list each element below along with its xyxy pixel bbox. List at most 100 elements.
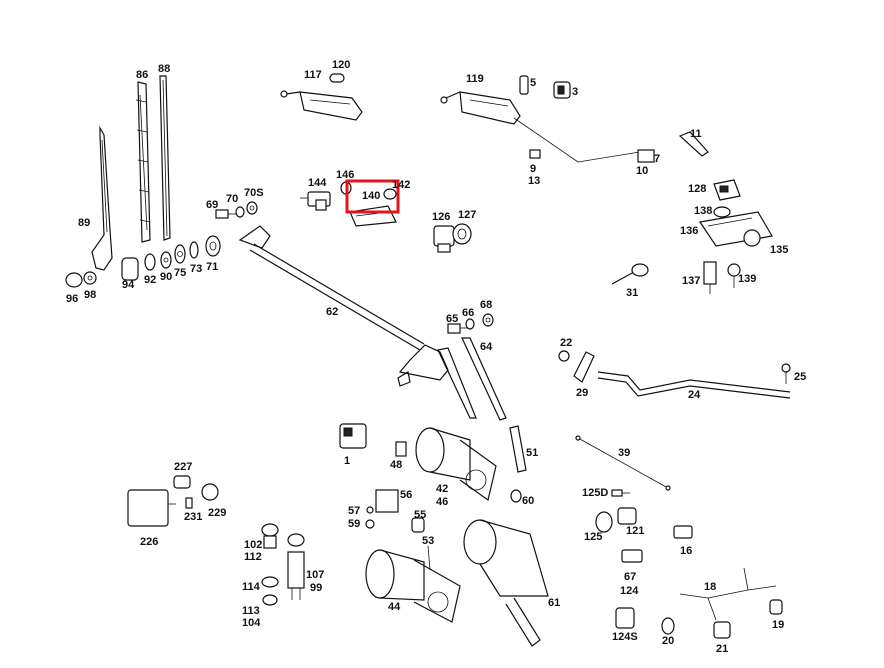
switch-3[interactable] [553, 81, 571, 99]
lamp-117[interactable] [280, 90, 363, 121]
housing-136[interactable] [698, 211, 773, 247]
lighter-102[interactable] [261, 523, 279, 549]
lamp-121[interactable] [617, 507, 637, 525]
screw-25[interactable] [781, 363, 791, 384]
cap-96[interactable] [65, 272, 83, 288]
switch-144[interactable] [300, 191, 331, 211]
bush-94[interactable] [121, 257, 139, 281]
screw-125d[interactable] [611, 489, 630, 497]
bolt-57[interactable] [366, 506, 374, 514]
ring-73[interactable] [189, 241, 199, 259]
label-226: 226 [140, 536, 158, 548]
washer-70[interactable] [235, 206, 245, 218]
plug-227[interactable] [173, 475, 191, 489]
label-64: 64 [480, 341, 493, 353]
connector-7[interactable] [637, 149, 655, 163]
cap-55[interactable] [411, 517, 425, 533]
bulb-142[interactable] [383, 188, 397, 200]
washer-59[interactable] [365, 519, 375, 529]
bracket-140[interactable] [349, 205, 397, 227]
label-18: 18 [704, 581, 716, 593]
label-119: 119 [466, 73, 484, 85]
pump-126[interactable] [433, 225, 455, 253]
label-5: 5 [530, 77, 536, 89]
cover-124s[interactable] [615, 607, 635, 629]
wiring-18[interactable] [679, 567, 777, 621]
washer-90[interactable] [160, 251, 172, 269]
bulb-113[interactable] [262, 594, 278, 606]
cable-39[interactable] [575, 435, 671, 491]
label-139: 139 [738, 273, 756, 285]
switch-137[interactable] [703, 261, 717, 294]
grommet-22[interactable] [558, 350, 570, 362]
bracket-53[interactable] [427, 545, 431, 571]
drive-rod-64[interactable] [461, 337, 507, 421]
relay-1[interactable] [339, 423, 367, 449]
bulb-120[interactable] [329, 73, 345, 83]
switch-128[interactable] [713, 179, 741, 201]
clip-9[interactable] [529, 149, 541, 159]
label-135: 135 [770, 244, 788, 256]
wiper-blade-86[interactable] [135, 81, 151, 243]
ring-114[interactable] [261, 576, 279, 588]
socket-107[interactable] [287, 533, 305, 600]
screw-139[interactable] [727, 263, 741, 288]
label-86: 86 [136, 69, 148, 81]
cap-127[interactable] [452, 223, 472, 245]
wiper-motor-42[interactable] [415, 427, 497, 502]
label-57: 57 [348, 505, 360, 517]
label-89: 89 [78, 217, 90, 229]
washer-60[interactable] [510, 489, 522, 503]
washer-66[interactable] [465, 318, 475, 330]
label-75: 75 [174, 267, 186, 279]
bracket-51[interactable] [509, 425, 527, 473]
label-46: 46 [436, 496, 448, 508]
bracket-29[interactable] [573, 351, 595, 383]
label-117: 117 [304, 69, 322, 81]
washer-70s[interactable] [246, 201, 258, 215]
switch-5[interactable] [519, 75, 529, 95]
connector-48[interactable] [395, 441, 407, 457]
wiper-arm-89[interactable] [91, 125, 113, 271]
bolt-231[interactable] [185, 497, 193, 509]
lamp-119[interactable] [440, 91, 521, 125]
label-69: 69 [206, 199, 218, 211]
bulb-138[interactable] [713, 206, 731, 218]
label-22: 22 [560, 337, 572, 349]
plug-11[interactable] [678, 131, 709, 157]
washer-75[interactable] [174, 244, 186, 264]
motor-61[interactable] [463, 519, 549, 647]
label-71: 71 [206, 261, 218, 273]
connector-16[interactable] [673, 525, 693, 539]
pull-rod-24[interactable] [597, 371, 791, 399]
label-124s: 124S [612, 631, 638, 643]
connector-67[interactable] [621, 549, 643, 563]
knob-135[interactable] [743, 229, 761, 247]
label-107: 107 [306, 569, 324, 581]
wiper-motor-44[interactable] [365, 549, 461, 623]
label-51: 51 [526, 447, 538, 459]
label-121: 121 [626, 525, 644, 537]
relay-56[interactable] [375, 489, 399, 513]
bulb-20[interactable] [661, 617, 675, 635]
wiper-linkage-62[interactable] [238, 225, 477, 419]
label-140: 140 [362, 190, 380, 202]
plug-229[interactable] [201, 483, 219, 501]
screw-65[interactable] [447, 323, 468, 334]
label-20: 20 [662, 635, 674, 647]
label-67: 67 [624, 571, 636, 583]
label-88: 88 [158, 63, 170, 75]
switch-21[interactable] [713, 621, 731, 639]
washer-92[interactable] [144, 253, 156, 271]
control-unit-226[interactable] [127, 489, 176, 527]
cap-19[interactable] [769, 599, 783, 615]
label-60: 60 [522, 495, 534, 507]
washer-68[interactable] [482, 313, 494, 327]
knob-31[interactable] [611, 263, 649, 285]
socket-125[interactable] [595, 511, 613, 533]
screw-69[interactable] [215, 209, 236, 219]
nut-98[interactable] [83, 271, 97, 285]
wiper-refill-88[interactable] [159, 75, 171, 241]
washer-71[interactable] [205, 235, 221, 257]
